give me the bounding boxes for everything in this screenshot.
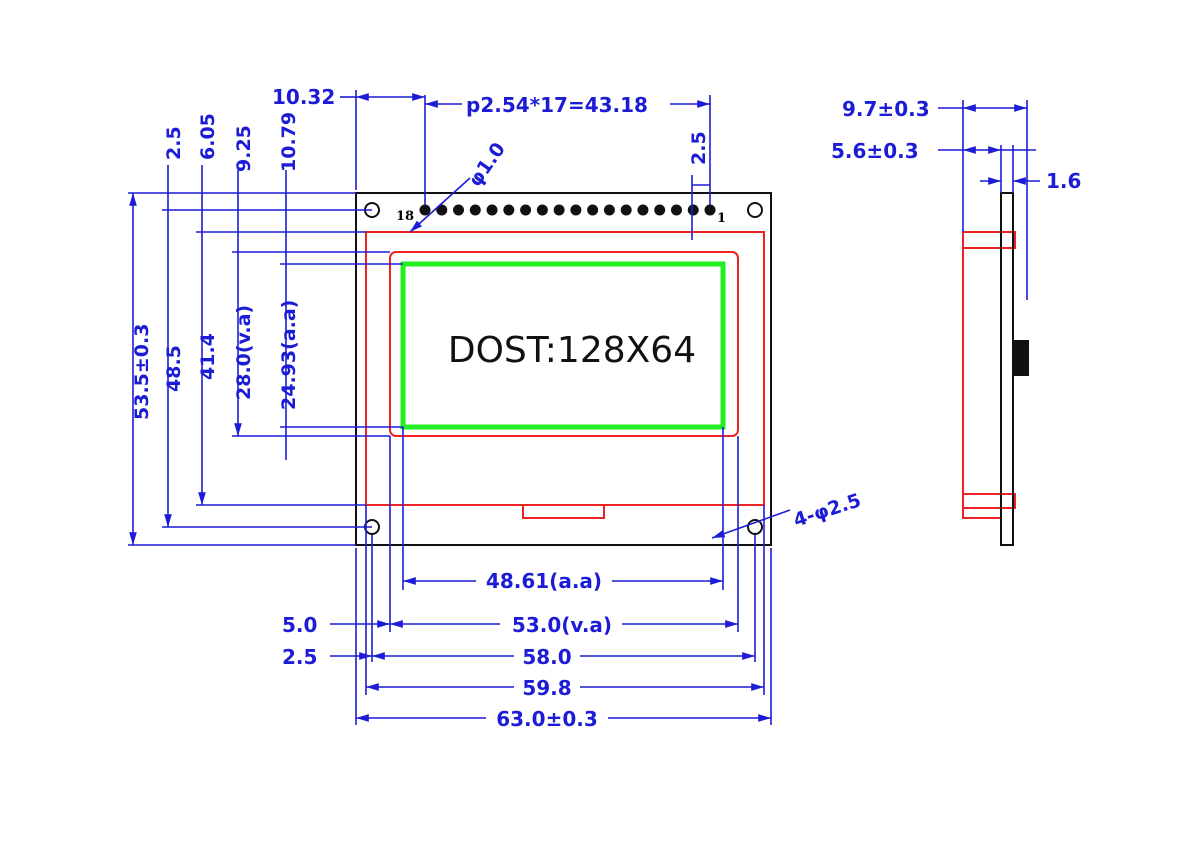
header-pin <box>486 204 498 216</box>
header-pin <box>587 204 599 216</box>
header-pin <box>503 204 515 216</box>
header-pin <box>603 204 615 216</box>
header-pin <box>637 204 649 216</box>
header-pin <box>419 204 431 216</box>
pin-label-18: 18 <box>396 209 414 224</box>
header-pins <box>419 204 716 216</box>
active-area-outline <box>400 261 726 430</box>
side-connector <box>1013 340 1029 376</box>
dim-pin-hole: φ1.0 <box>464 138 510 190</box>
dim-side-depth-total: 9.7±0.3 <box>842 97 930 121</box>
mount-hole-bottom-right <box>747 519 763 535</box>
dim-left-d1: 2.5 <box>163 126 185 160</box>
dim-mount-holes: 4-φ2.5 <box>791 489 864 531</box>
dim-side-depth-module: 5.6±0.3 <box>831 139 919 163</box>
dim-bottom-width-total: 63.0±0.3 <box>496 707 598 731</box>
header-pin <box>553 204 565 216</box>
side-module-body <box>962 231 1002 519</box>
header-pin <box>536 204 548 216</box>
header-pin <box>620 204 632 216</box>
dim-left-height-total: 53.5±0.3 <box>131 324 153 420</box>
header-pin <box>453 204 465 216</box>
dim-bottom-view-area: 53.0(v.a) <box>512 613 612 637</box>
side-pcb <box>1000 192 1014 546</box>
dim-left-active-area: 24.93(a.a) <box>278 300 300 410</box>
mount-hole-top-right <box>747 202 763 218</box>
dim-bottom-bezel: 59.8 <box>522 676 571 700</box>
dim-top-pitch: p2.54*17=43.18 <box>466 93 648 117</box>
dim-top-offset: 10.32 <box>272 85 335 109</box>
header-pin <box>704 204 716 216</box>
side-bezel-top <box>962 231 1016 249</box>
header-pin <box>469 204 481 216</box>
dim-left-d3: 9.25 <box>233 125 255 172</box>
dim-side-pcb-thickness: 1.6 <box>1046 169 1081 193</box>
header-pin <box>654 204 666 216</box>
header-pin <box>520 204 532 216</box>
header-pin <box>687 204 699 216</box>
dim-bottom-hole-pitch: 58.0 <box>522 645 571 669</box>
dim-top-right-edge: 2.5 <box>688 131 710 165</box>
dim-bottom-hole-offset: 2.5 <box>282 645 317 669</box>
dim-left-hole-pitch: 48.5 <box>163 345 185 392</box>
header-pin <box>436 204 448 216</box>
pin-label-1: 1 <box>717 211 726 226</box>
backlight-tab <box>522 504 605 519</box>
pcb-outline <box>355 192 772 546</box>
front-view: 18 1 DOST:128X64 10.32 p2.54*17=43.18 2.… <box>128 85 864 731</box>
dim-left-d2: 6.05 <box>197 113 219 160</box>
view-area-outline <box>389 251 739 437</box>
dim-left-bezel: 41.4 <box>197 333 219 380</box>
dim-left-d4: 10.79 <box>278 112 300 172</box>
header-pin <box>570 204 582 216</box>
header-pin <box>670 204 682 216</box>
dim-bottom-view-offset: 5.0 <box>282 613 317 637</box>
side-bezel-bottom <box>962 493 1016 509</box>
side-view: 9.7±0.3 5.6±0.3 1.6 <box>831 97 1081 546</box>
dim-left-view-area: 28.0(v.a) <box>233 305 255 400</box>
dim-bottom-active-area: 48.61(a.a) <box>486 569 602 593</box>
lcd-model-label: DOST:128X64 <box>448 330 696 371</box>
